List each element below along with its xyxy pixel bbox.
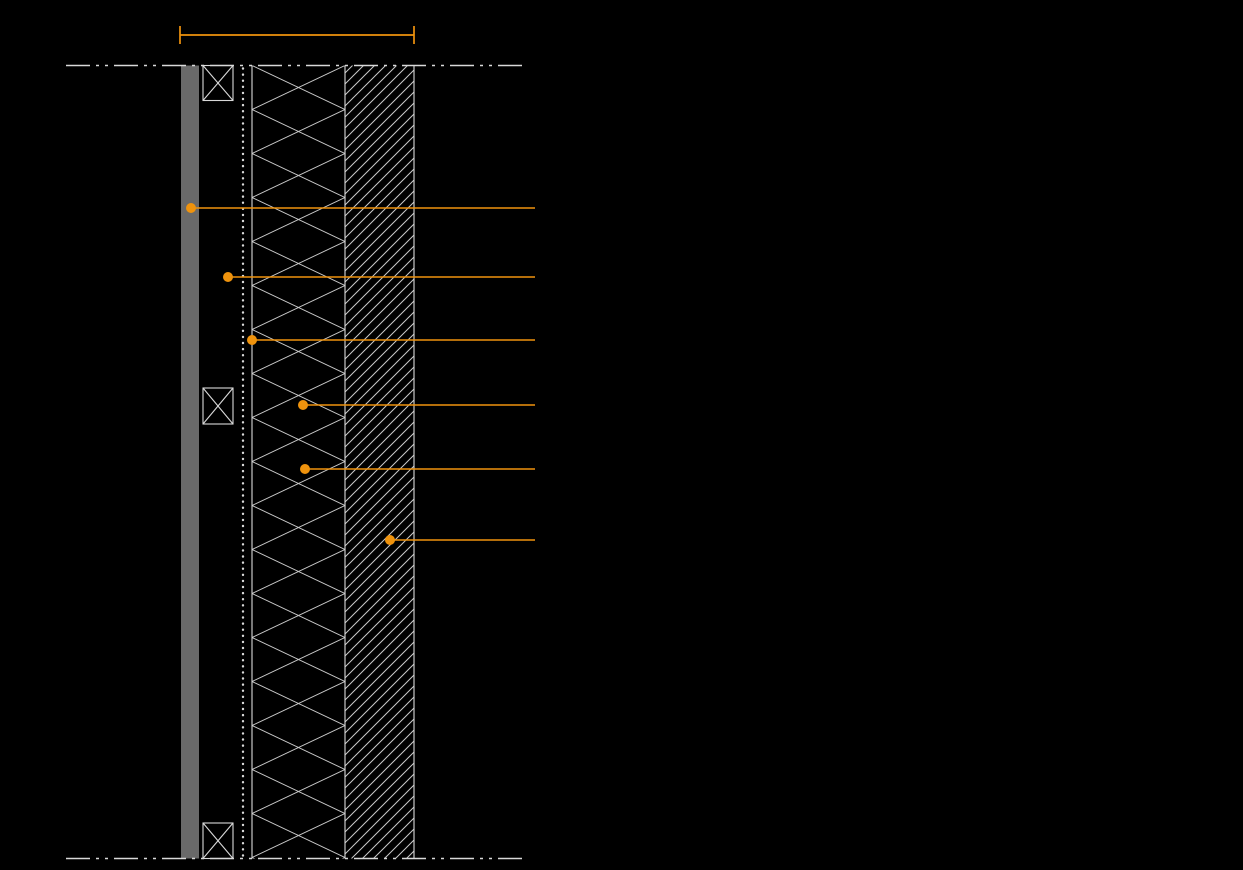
cladding-board-layer [181, 66, 199, 859]
callout-dot [385, 535, 395, 545]
callout-dot [300, 464, 310, 474]
callout-dot [247, 335, 257, 345]
callout-dot [298, 400, 308, 410]
insulation-layer [252, 66, 345, 859]
batten-cavity-layer [203, 66, 233, 859]
masonry-hatch-layer [345, 66, 414, 859]
callout-dot [223, 272, 233, 282]
dimension-line [180, 26, 414, 44]
callout-dot [186, 203, 196, 213]
